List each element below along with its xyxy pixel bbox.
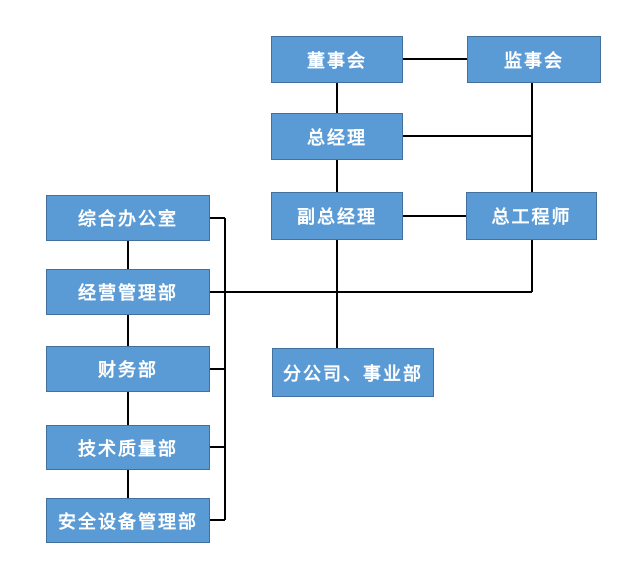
node-supervisory-board[interactable]: 监事会 [467, 36, 601, 83]
node-general-office[interactable]: 综合办公室 [46, 195, 210, 241]
connector-line [127, 392, 129, 425]
connector-line [531, 83, 533, 192]
node-finance-dept[interactable]: 财务部 [46, 346, 210, 392]
connector-line [224, 218, 226, 520]
connector-line [403, 215, 466, 217]
node-label: 经营管理部 [78, 283, 178, 303]
node-branch-division[interactable]: 分公司、事业部 [272, 348, 434, 397]
connector-line [127, 315, 129, 346]
node-technical-quality-dept[interactable]: 技术质量部 [46, 425, 210, 470]
connector-line [336, 83, 338, 113]
node-safety-equipment-dept[interactable]: 安全设备管理部 [46, 498, 210, 543]
node-label: 安全设备管理部 [58, 511, 198, 532]
node-deputy-general-manager[interactable]: 副总经理 [271, 192, 403, 240]
connector-line [403, 58, 467, 60]
node-chief-engineer[interactable]: 总工程师 [466, 192, 597, 240]
node-label: 综合办公室 [78, 209, 178, 229]
connector-line [210, 368, 225, 370]
connector-line [336, 240, 338, 348]
connector-line [403, 135, 532, 137]
node-general-manager[interactable]: 总经理 [271, 113, 403, 160]
node-business-management-dept[interactable]: 经营管理部 [46, 269, 210, 315]
connector-line [210, 519, 225, 521]
node-label: 监事会 [504, 50, 564, 71]
node-label: 董事会 [307, 50, 367, 71]
connector-line [127, 241, 129, 269]
connector-line [531, 240, 533, 292]
node-label: 技术质量部 [78, 438, 178, 459]
node-label: 总工程师 [491, 207, 572, 227]
node-label: 财务部 [98, 360, 158, 380]
node-label: 分公司、事业部 [283, 363, 423, 384]
connector-line [127, 470, 129, 498]
connector-line [210, 291, 532, 293]
connector-line [336, 160, 338, 192]
connector-line [210, 446, 225, 448]
node-label: 副总经理 [297, 207, 377, 227]
node-board-of-directors[interactable]: 董事会 [271, 36, 403, 83]
connector-line [210, 217, 225, 219]
node-label: 总经理 [307, 127, 367, 148]
